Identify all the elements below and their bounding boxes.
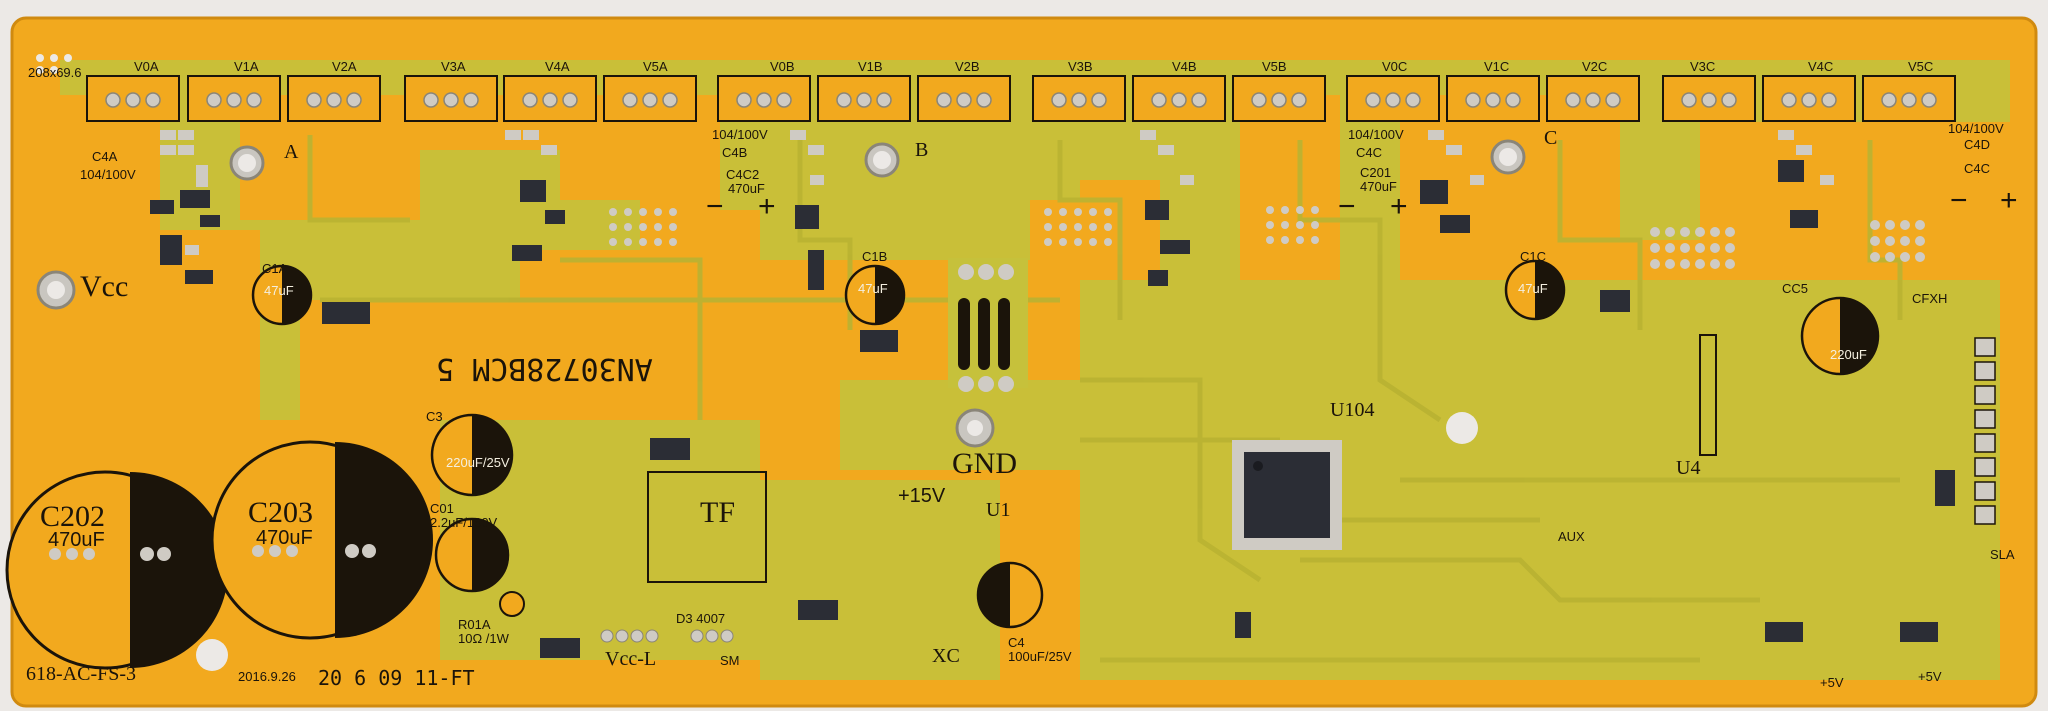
connector-label-v0a: V0A (134, 59, 159, 74)
connector-label-v4b: V4B (1172, 59, 1197, 74)
label-c1b-value: 47uF (858, 281, 888, 296)
label-gnd: GND (952, 447, 1017, 480)
label-c4c-right: C4C (1964, 161, 1991, 176)
label-minus-b: − (706, 190, 724, 223)
label-c201-value: 470uF (1360, 179, 1397, 194)
label-c4d: C4D (1964, 137, 1991, 152)
smd-pads (160, 130, 1834, 255)
label-plus-c: + (1390, 190, 1408, 223)
tf-outline (647, 471, 767, 583)
label-c01: C01 (430, 501, 454, 516)
label-u4: U4 (1676, 457, 1701, 479)
connector-label-v2c: V2C (1582, 59, 1608, 74)
connector-label-v4c: V4C (1808, 59, 1834, 74)
label-c4c2-value: 470uF (728, 181, 765, 196)
u4-chip (1699, 334, 1717, 456)
label-u104: U104 (1330, 399, 1375, 421)
label-sla: SLA (1990, 547, 2015, 562)
connector-blocks (86, 75, 1956, 122)
connector-label-v3a: V3A (441, 59, 466, 74)
label-c1a: C1A (262, 261, 288, 276)
gnd-block (948, 258, 1028, 392)
label-tf: TF (700, 496, 736, 529)
label-c4a: C4A (92, 149, 118, 164)
label-c4b: C4B (722, 145, 748, 160)
label-vcc: Vcc (80, 270, 129, 303)
copper-traces (307, 135, 1903, 663)
label-d3: D3 4007 (676, 611, 726, 626)
label-aux: AUX (1558, 529, 1585, 544)
label-phase-a: A (284, 141, 299, 163)
connector-label-v5b: V5B (1262, 59, 1287, 74)
connector-label-v1b: V1B (858, 59, 883, 74)
label-c1c-value: 47uF (1518, 281, 1548, 296)
label-minus-d: − (1950, 184, 1968, 217)
label-size-note: 208x69.6 (28, 65, 82, 80)
right-headers (1974, 337, 1996, 525)
label-board-date: 2016.9.26 (238, 669, 296, 684)
label-board-stamp: 20 6 09 11-FT (318, 666, 475, 690)
label-u1: U1 (986, 499, 1011, 521)
label-plus-b: + (758, 190, 776, 223)
small-capacitor-outlines (251, 259, 1880, 629)
label-c4b-value: 104/100V (712, 127, 768, 142)
capacitor-c203-outline (210, 440, 433, 640)
label-c4d-value: 104/100V (1948, 121, 2004, 136)
label-plus-d: + (2000, 184, 2018, 217)
label-cfxh: CFXH (1912, 291, 1948, 306)
u104-chip (1232, 440, 1342, 550)
solder-mask-regions (60, 60, 2010, 680)
label-board-name: 618-AC-FS-3 (26, 663, 137, 685)
label-cc5-value: 220uF (1830, 347, 1867, 362)
label-5v-1: +5V (1820, 675, 1844, 690)
capacitor-c202-outline (5, 470, 228, 670)
connector-label-v3c: V3C (1690, 59, 1716, 74)
label-r01a-value: 10Ω /1W (458, 631, 509, 646)
label-5v-2: +5V (1918, 669, 1942, 684)
label-c4: C4 (1008, 635, 1025, 650)
mounting-holes (36, 54, 1526, 671)
label-c4c2: C4C2 (726, 167, 760, 182)
label-c4c: C4C (1356, 145, 1383, 160)
label-plus15v: +15V (898, 485, 946, 507)
label-c4c-value: 104/100V (1348, 127, 1404, 142)
connector-label-v2b: V2B (955, 59, 980, 74)
connector-label-v4a: V4A (545, 59, 570, 74)
label-xc: XC (932, 645, 960, 667)
label-c1b: C1B (862, 249, 888, 264)
vcc-l-header (600, 629, 734, 643)
via-arrays (609, 206, 1925, 269)
label-c203: C203 (248, 496, 314, 529)
label-vcc-l: Vcc-L (605, 648, 657, 670)
label-c201: C201 (1360, 165, 1392, 180)
label-c202: C202 (40, 500, 106, 533)
connector-label-v3b: V3B (1068, 59, 1093, 74)
label-c1c: C1C (1520, 249, 1547, 264)
connector-label-v0c: V0C (1382, 59, 1408, 74)
connector-label-v5c: V5C (1908, 59, 1934, 74)
connector-label-v2a: V2A (332, 59, 357, 74)
label-cc5: CC5 (1782, 281, 1809, 296)
label-c3: C3 (426, 409, 443, 424)
label-c1a-value: 47uF (264, 283, 294, 298)
label-phase-c: C (1544, 127, 1558, 149)
connector-label-v0b: V0B (770, 59, 795, 74)
connector-label-v1c: V1C (1484, 59, 1510, 74)
label-minus-c: − (1338, 190, 1356, 223)
connector-label-v5a: V5A (643, 59, 668, 74)
label-sm: SM (720, 653, 740, 668)
label-part-number: AN30728BCM 5 (436, 351, 653, 386)
connector-label-v1a: V1A (234, 59, 259, 74)
label-c203-value: 470uF (256, 527, 313, 549)
label-c4a-value: 104/100V (80, 167, 136, 182)
label-c3-value: 220uF/25V (446, 455, 510, 470)
smd-components (150, 160, 1955, 658)
label-c4-value: 100uF/25V (1008, 649, 1072, 664)
label-phase-b: B (915, 139, 929, 161)
label-c01-value: 2.2uF/160V (430, 515, 498, 530)
label-r01a: R01A (458, 617, 491, 632)
label-c202-value: 470uF (48, 529, 105, 551)
